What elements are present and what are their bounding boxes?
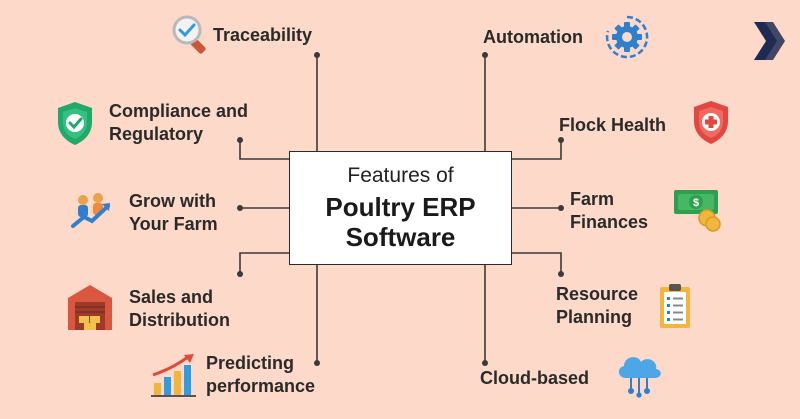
center-title-box: Features of Poultry ERP Software bbox=[289, 151, 512, 265]
label-grow-line1: Grow with bbox=[129, 191, 216, 211]
dot-grow bbox=[237, 205, 243, 211]
dot-predicting bbox=[314, 360, 320, 366]
label-automation: Automation bbox=[483, 27, 583, 47]
dot-sales bbox=[237, 271, 243, 277]
dot-finances bbox=[558, 205, 564, 211]
label-sales-line2: Distribution bbox=[129, 310, 230, 330]
bar-chart-rising-icon bbox=[151, 354, 196, 397]
label-finances: Farm Finances bbox=[570, 188, 648, 234]
label-resource: Resource Planning bbox=[556, 283, 638, 329]
dot-resource bbox=[558, 271, 564, 277]
connector-compliance bbox=[239, 140, 289, 160]
label-cloud: Cloud-based bbox=[480, 368, 590, 388]
label-predicting-line2: performance bbox=[206, 376, 316, 396]
magnifier-icon bbox=[172, 15, 206, 54]
center-title-line1: Poultry ERP bbox=[325, 192, 476, 222]
dot-compliance bbox=[237, 137, 243, 143]
dot-traceability bbox=[314, 52, 320, 58]
dot-cloud bbox=[482, 360, 488, 366]
shield-check-icon bbox=[58, 102, 92, 145]
label-compliance-line1: Compliance and bbox=[109, 101, 249, 121]
label-predicting-line1: Predicting bbox=[206, 353, 295, 373]
svg-text:$: $ bbox=[693, 197, 699, 209]
label-predicting: Predicting performance bbox=[206, 352, 315, 398]
label-finances-line1: Farm bbox=[570, 189, 615, 209]
label-resource-line1: Resource bbox=[556, 284, 639, 304]
growth-people-icon bbox=[71, 193, 110, 228]
warehouse-icon bbox=[68, 285, 112, 330]
label-resource-line2: Planning bbox=[556, 307, 632, 327]
gear-cycle-icon bbox=[605, 15, 649, 59]
label-grow: Grow with Your Farm bbox=[129, 190, 218, 236]
label-sales-line1: Sales and bbox=[129, 287, 214, 307]
label-compliance: Compliance and Regulatory bbox=[109, 100, 248, 146]
center-title-line2: Software bbox=[345, 222, 456, 252]
connector-flock bbox=[512, 140, 562, 160]
label-compliance-line2: Regulatory bbox=[109, 124, 204, 144]
label-traceability: Traceability bbox=[213, 25, 313, 45]
dot-automation bbox=[482, 52, 488, 58]
money-coins-icon: $ bbox=[674, 190, 721, 232]
dot-flock bbox=[558, 137, 564, 143]
label-finances-line2: Finances bbox=[570, 212, 649, 232]
cloud-network-icon bbox=[618, 357, 661, 398]
label-flock-health: Flock Health bbox=[559, 115, 667, 135]
clipboard-checklist-icon bbox=[660, 284, 690, 328]
chevrons-logo-icon bbox=[754, 22, 785, 60]
label-sales: Sales and Distribution bbox=[129, 286, 230, 332]
center-prefix: Features of bbox=[347, 164, 454, 187]
label-grow-line2: Your Farm bbox=[129, 214, 218, 234]
center-title: Poultry ERP Software bbox=[290, 192, 511, 252]
connector-resource bbox=[512, 252, 562, 274]
connector-sales bbox=[239, 252, 289, 274]
medical-shield-icon bbox=[694, 101, 728, 144]
